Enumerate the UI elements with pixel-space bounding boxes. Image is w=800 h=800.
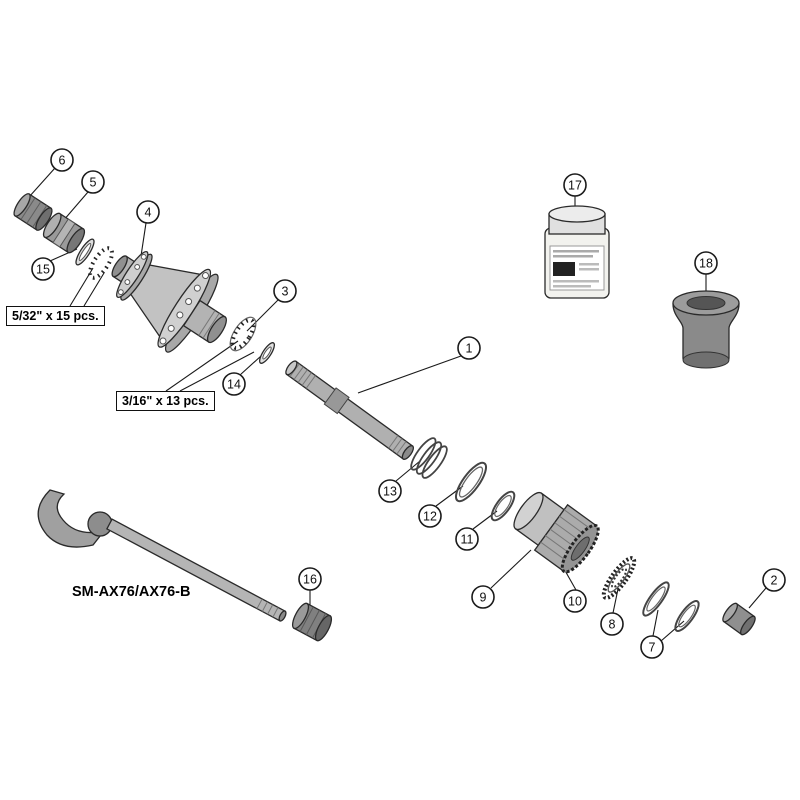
callout-11: 11 xyxy=(455,527,479,551)
callout-9: 9 xyxy=(471,585,495,609)
callout-16-number: 16 xyxy=(303,573,317,587)
qr-shaft xyxy=(106,518,287,622)
callout-10-number: 10 xyxy=(568,595,582,609)
callout-13-number: 13 xyxy=(383,485,397,499)
callout-12-number: 12 xyxy=(423,510,437,524)
callout-12: 12 xyxy=(418,504,442,528)
rubber-boot xyxy=(672,290,740,369)
callout-10: 10 xyxy=(563,589,587,613)
callout-6-number: 6 xyxy=(59,154,66,168)
grease-jar xyxy=(544,205,610,299)
callout-4-number: 4 xyxy=(145,206,152,220)
leader-lines xyxy=(28,167,767,642)
callout-5-number: 5 xyxy=(90,176,97,190)
callout-5: 5 xyxy=(81,170,105,194)
snap-spring xyxy=(410,437,448,479)
left-bearing-label: 5/32" x 15 pcs. xyxy=(6,306,105,326)
callout-18: 18 xyxy=(694,251,718,275)
callout-15-number: 15 xyxy=(36,263,50,277)
qr-pivot xyxy=(87,511,113,537)
callout-16: 16 xyxy=(298,567,322,591)
callout-3: 3 xyxy=(273,279,297,303)
cone-nut xyxy=(42,212,86,254)
freehub-body xyxy=(513,491,600,574)
callout-4: 4 xyxy=(136,200,160,224)
large-ring xyxy=(455,461,487,503)
skewer-model-label: SM-AX76/AX76-B xyxy=(72,584,191,600)
callout-11-number: 11 xyxy=(461,533,474,547)
callout-1-number: 1 xyxy=(466,342,473,356)
qr-adjust-nut xyxy=(291,602,333,642)
quick-release-skewer xyxy=(37,489,333,642)
washer-b xyxy=(674,600,700,632)
serrated-ring xyxy=(601,556,637,600)
callout-13: 13 xyxy=(378,479,402,503)
hub-shell xyxy=(111,250,227,353)
seal-ring xyxy=(75,238,95,266)
callout-15: 15 xyxy=(31,257,55,281)
thin-washer xyxy=(259,342,275,364)
callout-8-number: 8 xyxy=(609,618,616,632)
callouts: 6 5 4 15 3 14 1 13 12 11 9 10 8 7 2 xyxy=(31,148,786,659)
end-cap xyxy=(722,602,756,636)
callout-7-number: 7 xyxy=(649,641,656,655)
lock-nut xyxy=(13,193,53,231)
callout-7: 7 xyxy=(640,635,664,659)
callout-1: 1 xyxy=(457,336,481,360)
callout-17: 17 xyxy=(563,173,587,197)
callout-18-number: 18 xyxy=(699,257,713,271)
callout-14-number: 14 xyxy=(227,378,241,392)
callout-8: 8 xyxy=(600,612,624,636)
callout-14: 14 xyxy=(222,372,246,396)
axle xyxy=(285,360,415,460)
callout-6: 6 xyxy=(50,148,74,172)
right-bearing-label: 3/16" x 13 pcs. xyxy=(116,391,215,411)
callout-9-number: 9 xyxy=(480,591,487,605)
callout-2-number: 2 xyxy=(771,574,778,588)
callout-3-number: 3 xyxy=(282,285,289,299)
washer-a xyxy=(642,581,670,617)
callout-17-number: 17 xyxy=(568,179,582,193)
bearing-retainer xyxy=(229,316,257,352)
small-ring xyxy=(490,490,516,522)
callout-2: 2 xyxy=(762,568,786,592)
